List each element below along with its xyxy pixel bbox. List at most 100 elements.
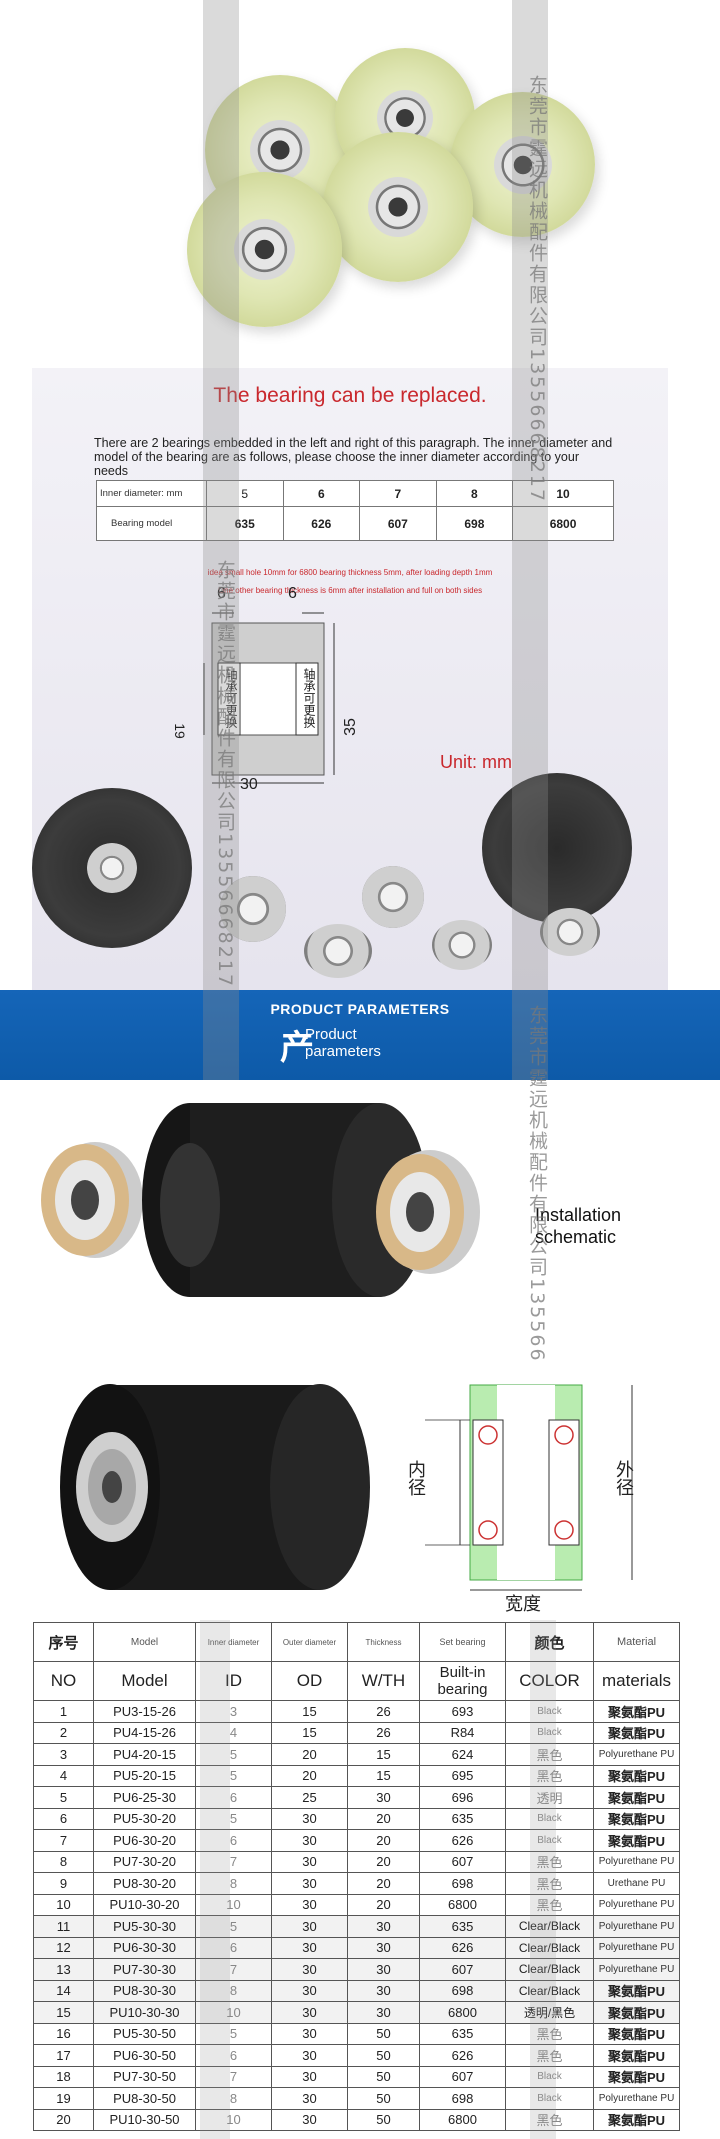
table-cell: 5 bbox=[195, 1915, 272, 1938]
table-cell: 5 bbox=[195, 1764, 272, 1787]
watermark-strip bbox=[200, 1620, 230, 2139]
table-cell: 黑色 bbox=[505, 1850, 594, 1873]
table-cell: 30 bbox=[347, 1915, 420, 1938]
header-cell: Set bearing bbox=[419, 1622, 506, 1662]
header-cell: NO bbox=[33, 1661, 94, 1701]
table-cell: PU6-30-20 bbox=[93, 1829, 196, 1852]
table-cell: 30 bbox=[271, 2044, 348, 2067]
table-cell: 50 bbox=[347, 2065, 420, 2088]
table-cell: Polyurethane PU bbox=[593, 1850, 680, 1873]
table-cell: 9 bbox=[33, 1872, 94, 1895]
table-cell: PU10-30-50 bbox=[93, 2108, 196, 2131]
inner-diameter-label: Inner diameter: mm bbox=[96, 480, 207, 507]
table-cell: 30 bbox=[347, 2001, 420, 2024]
table-cell: 20 bbox=[347, 1829, 420, 1852]
header-cell: Material bbox=[593, 1622, 680, 1662]
header-cell: ID bbox=[195, 1661, 272, 1701]
table-cell: 30 bbox=[271, 2065, 348, 2088]
bearing-image bbox=[432, 920, 492, 970]
watermark-text: 东莞市霆远机械配件有限公司13556668217 bbox=[526, 75, 548, 503]
table-cell: 695 bbox=[419, 1764, 506, 1787]
table-cell: Black bbox=[505, 1829, 594, 1852]
table-cell: Polyurethane PU bbox=[593, 1936, 680, 1959]
installation-schematic: Installation schematic 内径 外径 宽度 bbox=[0, 1080, 720, 1625]
table-cell: PU5-30-20 bbox=[93, 1807, 196, 1830]
table-cell: 6 bbox=[282, 480, 361, 507]
table-cell: 30 bbox=[271, 1958, 348, 1981]
table-cell: 635 bbox=[419, 1915, 506, 1938]
table-cell: PU5-20-15 bbox=[93, 1764, 196, 1787]
bearing-note-1: idea small hole 10mm for 6800 bearing th… bbox=[207, 568, 493, 577]
table-cell: 693 bbox=[419, 1700, 506, 1723]
table-cell: 8 bbox=[195, 1979, 272, 2002]
table-cell: 20 bbox=[347, 1893, 420, 1916]
table-cell: 607 bbox=[419, 1958, 506, 1981]
table-cell: PU3-15-26 bbox=[93, 1700, 196, 1723]
table-cell: 698 bbox=[419, 1872, 506, 1895]
dimension-right: 6 bbox=[288, 585, 297, 602]
watermark-strip bbox=[530, 1620, 556, 2139]
table-cell: 7 bbox=[195, 1958, 272, 1981]
table-cell: 7 bbox=[359, 480, 437, 507]
outer-diameter-label: 外径 bbox=[613, 1460, 634, 1496]
table-cell: 30 bbox=[271, 1979, 348, 2002]
info-note: There are 2 bearings embedded in the lef… bbox=[94, 436, 613, 478]
table-cell: 20 bbox=[33, 2108, 94, 2131]
table-cell: 20 bbox=[347, 1850, 420, 1873]
pu-wheel-image bbox=[450, 92, 595, 237]
table-cell: 50 bbox=[347, 2108, 420, 2131]
black-roller-image bbox=[482, 773, 632, 923]
table-cell: PU7-30-30 bbox=[93, 1958, 196, 1981]
installation-label: Installation schematic bbox=[535, 1204, 621, 1248]
table-cell: 15 bbox=[347, 1743, 420, 1766]
wheel-cross-section-drawing bbox=[203, 612, 335, 784]
table-cell: 15 bbox=[33, 2001, 94, 2024]
pu-wheel-image bbox=[323, 132, 473, 282]
bearing-image bbox=[304, 924, 372, 978]
table-cell: 聚氨酯PU bbox=[593, 2108, 680, 2131]
table-cell: 607 bbox=[419, 1850, 506, 1873]
table-cell: 6800 bbox=[419, 2001, 506, 2024]
table-cell: 30 bbox=[347, 1786, 420, 1809]
header-cell: W/TH bbox=[347, 1661, 420, 1701]
table-cell: PU5-30-30 bbox=[93, 1915, 196, 1938]
watermark-strip bbox=[203, 0, 239, 1080]
table-cell: 聚氨酯PU bbox=[593, 1764, 680, 1787]
table-cell: 7 bbox=[33, 1829, 94, 1852]
table-cell: 13 bbox=[33, 1958, 94, 1981]
installation-label-line1: Installation bbox=[535, 1205, 622, 1225]
table-cell: 30 bbox=[271, 2001, 348, 2024]
header-cell: OD bbox=[271, 1661, 348, 1701]
table-cell: PU6-25-30 bbox=[93, 1786, 196, 1809]
header-cell: Thickness bbox=[347, 1622, 420, 1662]
table-cell: PU7-30-50 bbox=[93, 2065, 196, 2088]
table-cell: 11 bbox=[33, 1915, 94, 1938]
table-header-row: NO Model ID OD W/TH Built-in bearing COL… bbox=[33, 1661, 680, 1701]
table-cell: 8 bbox=[435, 480, 514, 507]
installation-label-line2: schematic bbox=[535, 1227, 617, 1247]
watermark-text: 东莞市霆远机械配件有限公司135566 bbox=[526, 1005, 548, 1363]
table-cell: 30 bbox=[271, 1850, 348, 1873]
dimension-left: 6 bbox=[217, 585, 226, 602]
table-cell: 聚氨酯PU bbox=[593, 2065, 680, 2088]
table-cell: Clear/Black bbox=[505, 1958, 594, 1981]
table-cell: 聚氨酯PU bbox=[593, 1721, 680, 1744]
bearing-model-label: Bearing model bbox=[96, 506, 207, 541]
table-cell: 聚氨酯PU bbox=[593, 2044, 680, 2067]
table-cell: 19 bbox=[33, 2087, 94, 2110]
table-cell: PU5-30-50 bbox=[93, 2022, 196, 2045]
unit-label: Unit: mm bbox=[440, 752, 512, 772]
table-cell: 30 bbox=[271, 1807, 348, 1830]
table-cell: 30 bbox=[347, 1979, 420, 2002]
